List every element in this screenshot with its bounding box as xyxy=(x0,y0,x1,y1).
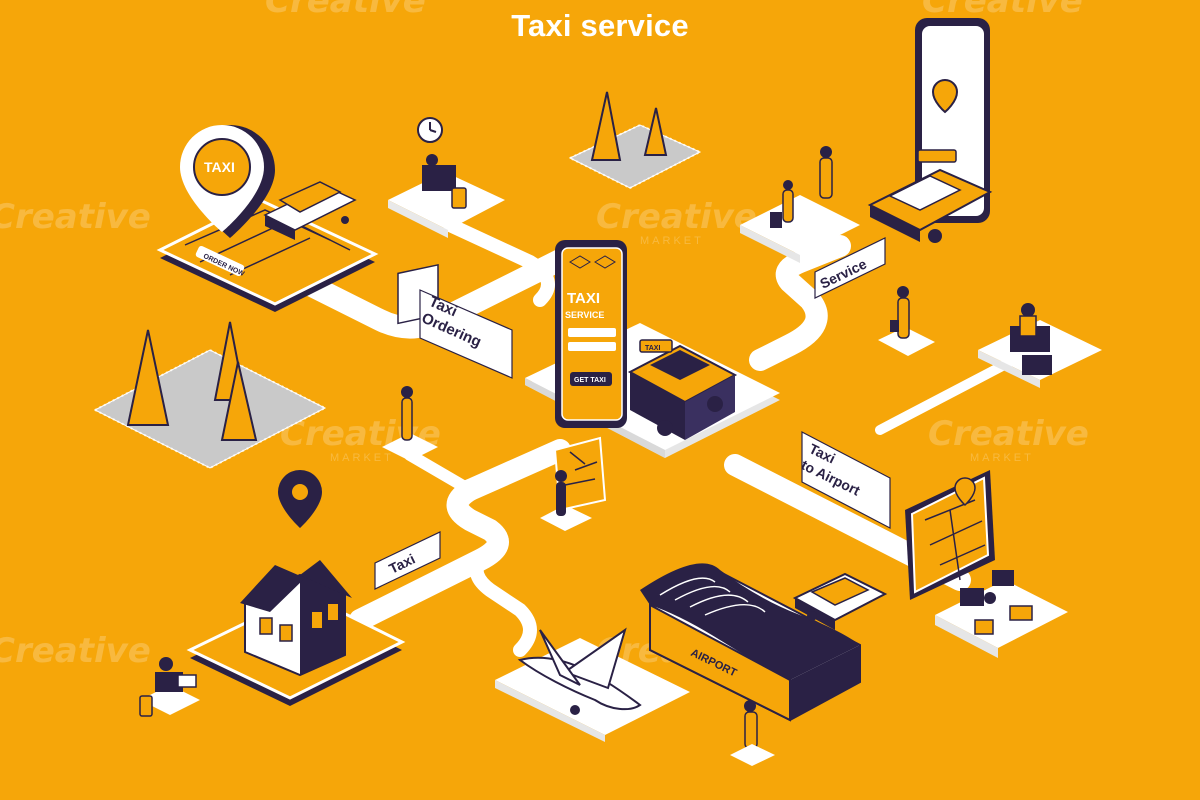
watermark-sub: MARKET xyxy=(330,452,394,464)
page-title: Taxi service xyxy=(511,8,689,43)
watermark-sub: MARKET xyxy=(640,235,704,247)
watermark: Creative xyxy=(0,197,151,237)
watermark: Creative xyxy=(265,0,426,21)
path-to-plane xyxy=(469,553,537,657)
path-hub-to-service xyxy=(749,235,851,371)
watermark: Creative xyxy=(928,414,1089,454)
airplane-group xyxy=(495,627,690,742)
watermark: Creative xyxy=(922,0,1083,21)
order-now-button xyxy=(195,245,245,277)
path-to-sign-man xyxy=(404,449,476,496)
suitcase-icon xyxy=(451,187,467,209)
airport-group: AIRPORT xyxy=(640,563,861,766)
car-badge-text: TAXI xyxy=(645,345,660,352)
path-to-house xyxy=(349,479,509,631)
location-pin-icon xyxy=(931,78,959,114)
watermark: Creative xyxy=(596,197,757,237)
tablet-map-group: ORDER NOW TAXI xyxy=(156,125,379,312)
airport-map-group xyxy=(905,470,995,600)
laptop-icon xyxy=(177,674,197,688)
location-pin-icon xyxy=(954,477,976,507)
checkin-desk-group xyxy=(935,570,1068,658)
traveller-group xyxy=(878,286,935,356)
cones-left xyxy=(92,321,328,470)
woman-map-group xyxy=(540,436,607,531)
phone-title: TAXI xyxy=(567,290,600,307)
path-client-to-hub xyxy=(443,218,555,307)
label-taxi-to-airport: Taxi to Airport xyxy=(799,431,891,529)
office-worker-group xyxy=(978,303,1102,388)
cones-top xyxy=(567,91,703,190)
get-taxi-text: GET TAXI xyxy=(574,377,606,384)
get-taxi-button xyxy=(570,372,612,386)
suitcase-icon xyxy=(139,695,153,717)
central-hub-group: TAXI SERVICE GET TAXI TAXI xyxy=(525,240,780,458)
path-to-worker xyxy=(875,357,1015,435)
house-group xyxy=(186,470,406,706)
watermark: Creative xyxy=(0,631,151,671)
airport-taxi-group xyxy=(792,572,888,630)
phone-subtitle: SERVICE xyxy=(565,310,604,320)
pin-taxi-text: TAXI xyxy=(204,159,235,175)
path-hub-to-south xyxy=(459,439,571,501)
waiting-client-group xyxy=(388,117,505,238)
service-phone-group xyxy=(740,18,993,263)
watermark-sub: MARKET xyxy=(970,452,1034,464)
laptop-woman-group xyxy=(139,657,200,717)
